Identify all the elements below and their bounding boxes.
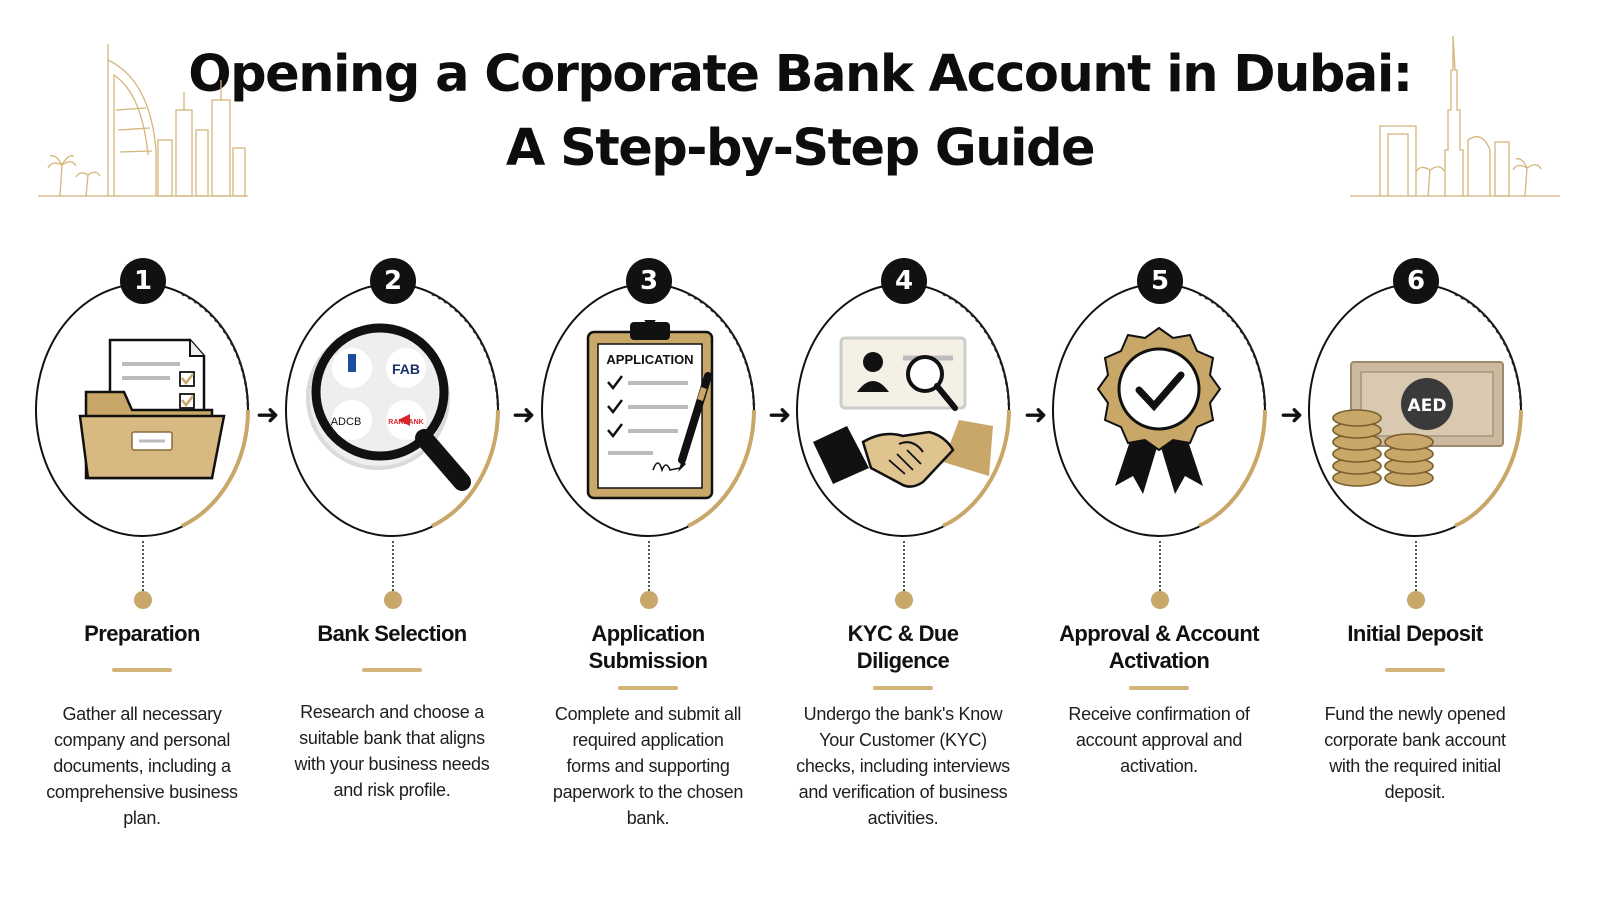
step-title: Application Submission bbox=[588, 621, 708, 673]
arrow-right-icon: ➜ bbox=[256, 398, 280, 431]
step-title: Initial Deposit bbox=[1347, 621, 1483, 646]
step-connector bbox=[903, 541, 905, 591]
step-title-underline bbox=[618, 686, 678, 690]
step-title-underline bbox=[1385, 668, 1445, 672]
magnifier-bank-logos-icon: FAB ADCB RAKBANK bbox=[306, 323, 471, 491]
step-dot bbox=[1407, 591, 1425, 609]
title-line-2: A Step-by-Step Guide bbox=[505, 119, 1096, 178]
application-clipboard-icon: APPLICATION bbox=[586, 320, 714, 500]
arrow-right-icon: ➜ bbox=[512, 398, 536, 431]
step-title: KYC & Due Diligence bbox=[847, 621, 959, 673]
bank-logo-text: ADCB bbox=[331, 416, 362, 428]
step-number-badge: 5 bbox=[1137, 258, 1183, 304]
id-handshake-icon bbox=[813, 336, 993, 488]
clipboard-label: APPLICATION bbox=[606, 352, 693, 367]
arrow-right-icon: ➜ bbox=[1024, 398, 1048, 431]
step-dot bbox=[640, 591, 658, 609]
step-title-underline bbox=[362, 668, 422, 672]
step-title: Preparation bbox=[84, 621, 200, 646]
step-description: Complete and submit all required applica… bbox=[552, 704, 744, 828]
step-description: Research and choose a suitable bank that… bbox=[294, 702, 490, 800]
currency-label: AED bbox=[1408, 396, 1447, 416]
step-description: Gather all necessary company and persona… bbox=[46, 704, 238, 828]
approval-badge-icon bbox=[1096, 326, 1222, 494]
bank-logo-text: FAB bbox=[392, 361, 420, 377]
dubai-skyline-left-icon bbox=[38, 44, 248, 197]
step-number-badge: 4 bbox=[881, 258, 927, 304]
arrow-right-icon: ➜ bbox=[1280, 398, 1304, 431]
step-description: Fund the newly opened corporate bank acc… bbox=[1324, 704, 1506, 802]
dubai-skyline-right-icon bbox=[1350, 35, 1560, 197]
document-folder-icon bbox=[78, 338, 226, 480]
step-title: Bank Selection bbox=[317, 621, 467, 646]
step-connector bbox=[648, 541, 650, 591]
bank-logo-text: RAKBANK bbox=[388, 419, 423, 426]
step-connector bbox=[1159, 541, 1161, 591]
step-title: Approval & Account Activation bbox=[1059, 621, 1259, 673]
step-dot bbox=[384, 591, 402, 609]
title-line-1: Opening a Corporate Bank Account in Duba… bbox=[188, 45, 1413, 104]
banknote-coins-icon: AED bbox=[1332, 361, 1504, 487]
arrow-right-icon: ➜ bbox=[768, 398, 792, 431]
step-title-underline bbox=[1129, 686, 1189, 690]
step-dot bbox=[134, 591, 152, 609]
step-description: Receive confirmation of account approval… bbox=[1068, 704, 1250, 776]
step-title-underline bbox=[873, 686, 933, 690]
step-connector bbox=[142, 541, 144, 591]
step-connector bbox=[392, 541, 394, 591]
step-number-badge: 3 bbox=[626, 258, 672, 304]
page-title: Opening a Corporate Bank Account in Duba… bbox=[0, 38, 1600, 186]
step-dot bbox=[895, 591, 913, 609]
step-number-badge: 6 bbox=[1393, 258, 1439, 304]
step-number-badge: 1 bbox=[120, 258, 166, 304]
step-connector bbox=[1415, 541, 1417, 591]
step-dot bbox=[1151, 591, 1169, 609]
step-title-underline bbox=[112, 668, 172, 672]
step-description: Undergo the bank's Know Your Customer (K… bbox=[796, 704, 1010, 828]
step-number-badge: 2 bbox=[370, 258, 416, 304]
